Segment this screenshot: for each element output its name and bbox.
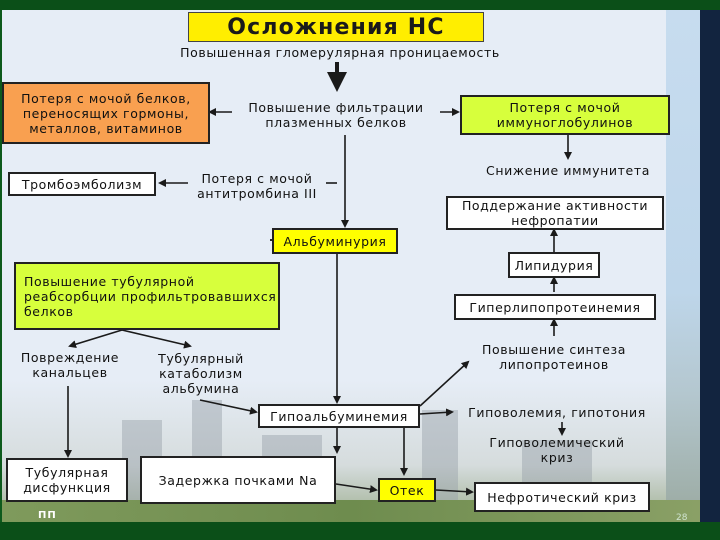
node-nephropathy-activity: Поддержание активности нефропатии [446,196,664,230]
page-number: 28 [676,513,688,523]
node-hypoalbuminemia: Гипоальбуминемия [258,404,420,428]
node-tubular-dysfunction: Тубулярная дисфункция [6,458,128,502]
window-right-frame [700,10,720,530]
node-reduced-immunity: Снижение иммунитета [486,162,650,178]
node-lipoprotein-synthesis: Повышение синтеза липопротеинов [481,342,627,372]
node-loss-transport-proteins: Потеря с мочой белков, переносящих гормо… [2,82,210,144]
window-top-frame [0,0,720,10]
node-tubular-catabolism: Тубулярный катаболизм альбумина [158,350,244,396]
node-thromboembolism: Тромбоэмболизм [8,172,156,196]
node-sodium-retention: Задержка почками Na [140,456,336,504]
node-tubule-damage: Повреждение канальцев [20,350,120,380]
node-plasma-protein-filtration: Повышение фильтрации плазменных белков [248,100,424,130]
node-edema: Отек [378,478,436,502]
node-nephrotic-crisis: Нефротический криз [474,482,650,512]
node-tubular-reabsorption: Повышение тубулярной реабсорбции профиль… [14,262,280,330]
node-hyperlipoproteinemia: Гиперлипопротеинемия [454,294,656,320]
node-lipiduria: Липидурия [508,252,600,278]
node-albuminuria: Альбуминурия [272,228,398,254]
slide-title: Осложнения НС [188,12,484,42]
node-glomerular-permeability: Повышенная гломерулярная проницаемость [180,44,500,60]
node-hypovolemic-crisis: Гиповолемический криз [489,435,625,465]
node-antithrombin-loss: Потеря с мочой антитромбина III [197,171,317,201]
window-bottom-frame [0,522,720,540]
node-loss-immunoglobulins: Потеря с мочой иммуноглобулинов [460,95,670,135]
node-hypovolemia: Гиповолемия, гипотония [468,404,646,420]
institution-logo: ПП [38,510,57,521]
